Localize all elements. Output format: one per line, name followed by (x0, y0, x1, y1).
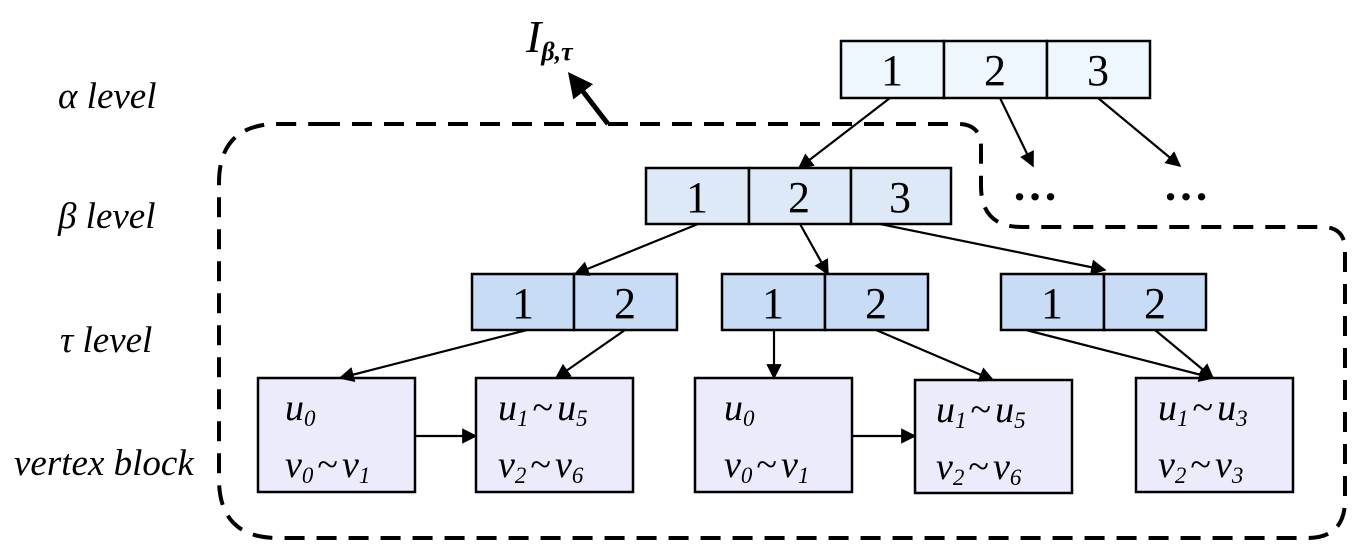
tau-2-cell-2-label: 2 (865, 279, 887, 328)
edge-tau3c2-vertex5 (1154, 329, 1215, 379)
vertex-block-5: u1~u3 v2~v3 (1134, 376, 1295, 494)
vertex-block-1: u0 v0~v1 (256, 376, 417, 494)
edge-beta1-tau1 (573, 222, 699, 276)
tau-array-3: 1 2 (999, 272, 1208, 332)
beta-cell-3 (849, 166, 953, 226)
tau-level-label: τ level (60, 320, 152, 361)
vertex-block-5-line1: u1~u3 (1158, 387, 1248, 431)
tau-array-2: 1 2 (720, 272, 930, 332)
tau-3-cell-1-label: 1 (1041, 279, 1063, 328)
alpha-cell-3-label: 3 (1087, 46, 1109, 95)
index-pointer-arrow (567, 72, 610, 126)
vertex-block-2: u1~u5 v2~v6 (474, 376, 635, 494)
vertex-block-4-line2: v2~v6 (936, 446, 1022, 490)
edge-beta2-tau2 (799, 223, 829, 276)
beta-cell-2-label: 2 (788, 173, 810, 222)
vertex-block-2-line1: u1~u5 (498, 387, 588, 431)
tau-1-cell-1 (470, 272, 576, 332)
tau-3-cell-2 (1102, 272, 1208, 332)
vertex-block-2-box (474, 376, 635, 494)
index-label: Iβ,τ (525, 11, 574, 66)
alpha-cell-1-label: 1 (881, 46, 903, 95)
edge-alpha1-beta (797, 97, 891, 169)
edge-alpha2-more (999, 97, 1034, 168)
alpha-cell-3 (1045, 39, 1152, 100)
vertex-block-3-line2: v0~v1 (724, 444, 809, 488)
edge-alpha3-more (1097, 97, 1182, 167)
beta-cell-3-label: 3 (889, 173, 911, 222)
vertex-block-1-line1: u0 (285, 387, 316, 431)
edge-beta3-tau3 (879, 222, 1107, 275)
beta-cell-1-label: 1 (686, 173, 708, 222)
alpha-cell-2 (942, 39, 1049, 100)
vertex-block-4-box (913, 378, 1074, 495)
beta-cell-1 (644, 166, 751, 226)
vertex-block-3-line1: u0 (724, 387, 755, 431)
alpha-cell-2-label: 2 (984, 46, 1006, 95)
beta-array: 1 2 3 (644, 166, 953, 226)
vertex-block-4: u1~u5 v2~v6 (913, 378, 1074, 495)
index-label-base: I (525, 11, 544, 62)
edge-tau3c1-vertex5 (1025, 328, 1215, 383)
vertex-block-5-line2: v2~v3 (1158, 444, 1243, 488)
vertex-block-5-box (1134, 376, 1295, 494)
vertex-block-1-box (256, 376, 417, 494)
vertex-block-2-line2: v2~v6 (498, 444, 584, 488)
vertex-block-1-line2: v0~v1 (285, 444, 370, 488)
subtree-boundary (217, 122, 1347, 540)
tau-3-cell-2-label: 2 (1144, 279, 1166, 328)
vertex-block-3: u0 v0~v1 (693, 376, 854, 494)
pointer-edges (338, 97, 1215, 444)
beta-level-label: β level (57, 196, 156, 237)
edge-tau1c2-vertex2 (554, 329, 626, 379)
edge-tau1c1-vertex1 (338, 328, 528, 383)
edge-tau2c2-vertex4 (875, 328, 995, 382)
index-label-sub: β,τ (540, 37, 574, 66)
tau-1-cell-2-label: 2 (614, 279, 636, 328)
ellipsis-alpha3: … (1163, 159, 1209, 210)
tau-array-1: 1 2 (470, 272, 679, 332)
vertex-block-level-label: vertex block (14, 443, 194, 484)
ellipsis-alpha2: … (1012, 159, 1058, 210)
alpha-level-label: α level (58, 76, 157, 117)
tau-1-cell-2 (572, 272, 679, 332)
vertex-block-4-line1: u1~u5 (936, 389, 1026, 433)
alpha-array: 1 2 3 (839, 39, 1152, 100)
tau-2-cell-1-label: 1 (762, 279, 784, 328)
tau-1-cell-1-label: 1 (512, 279, 534, 328)
